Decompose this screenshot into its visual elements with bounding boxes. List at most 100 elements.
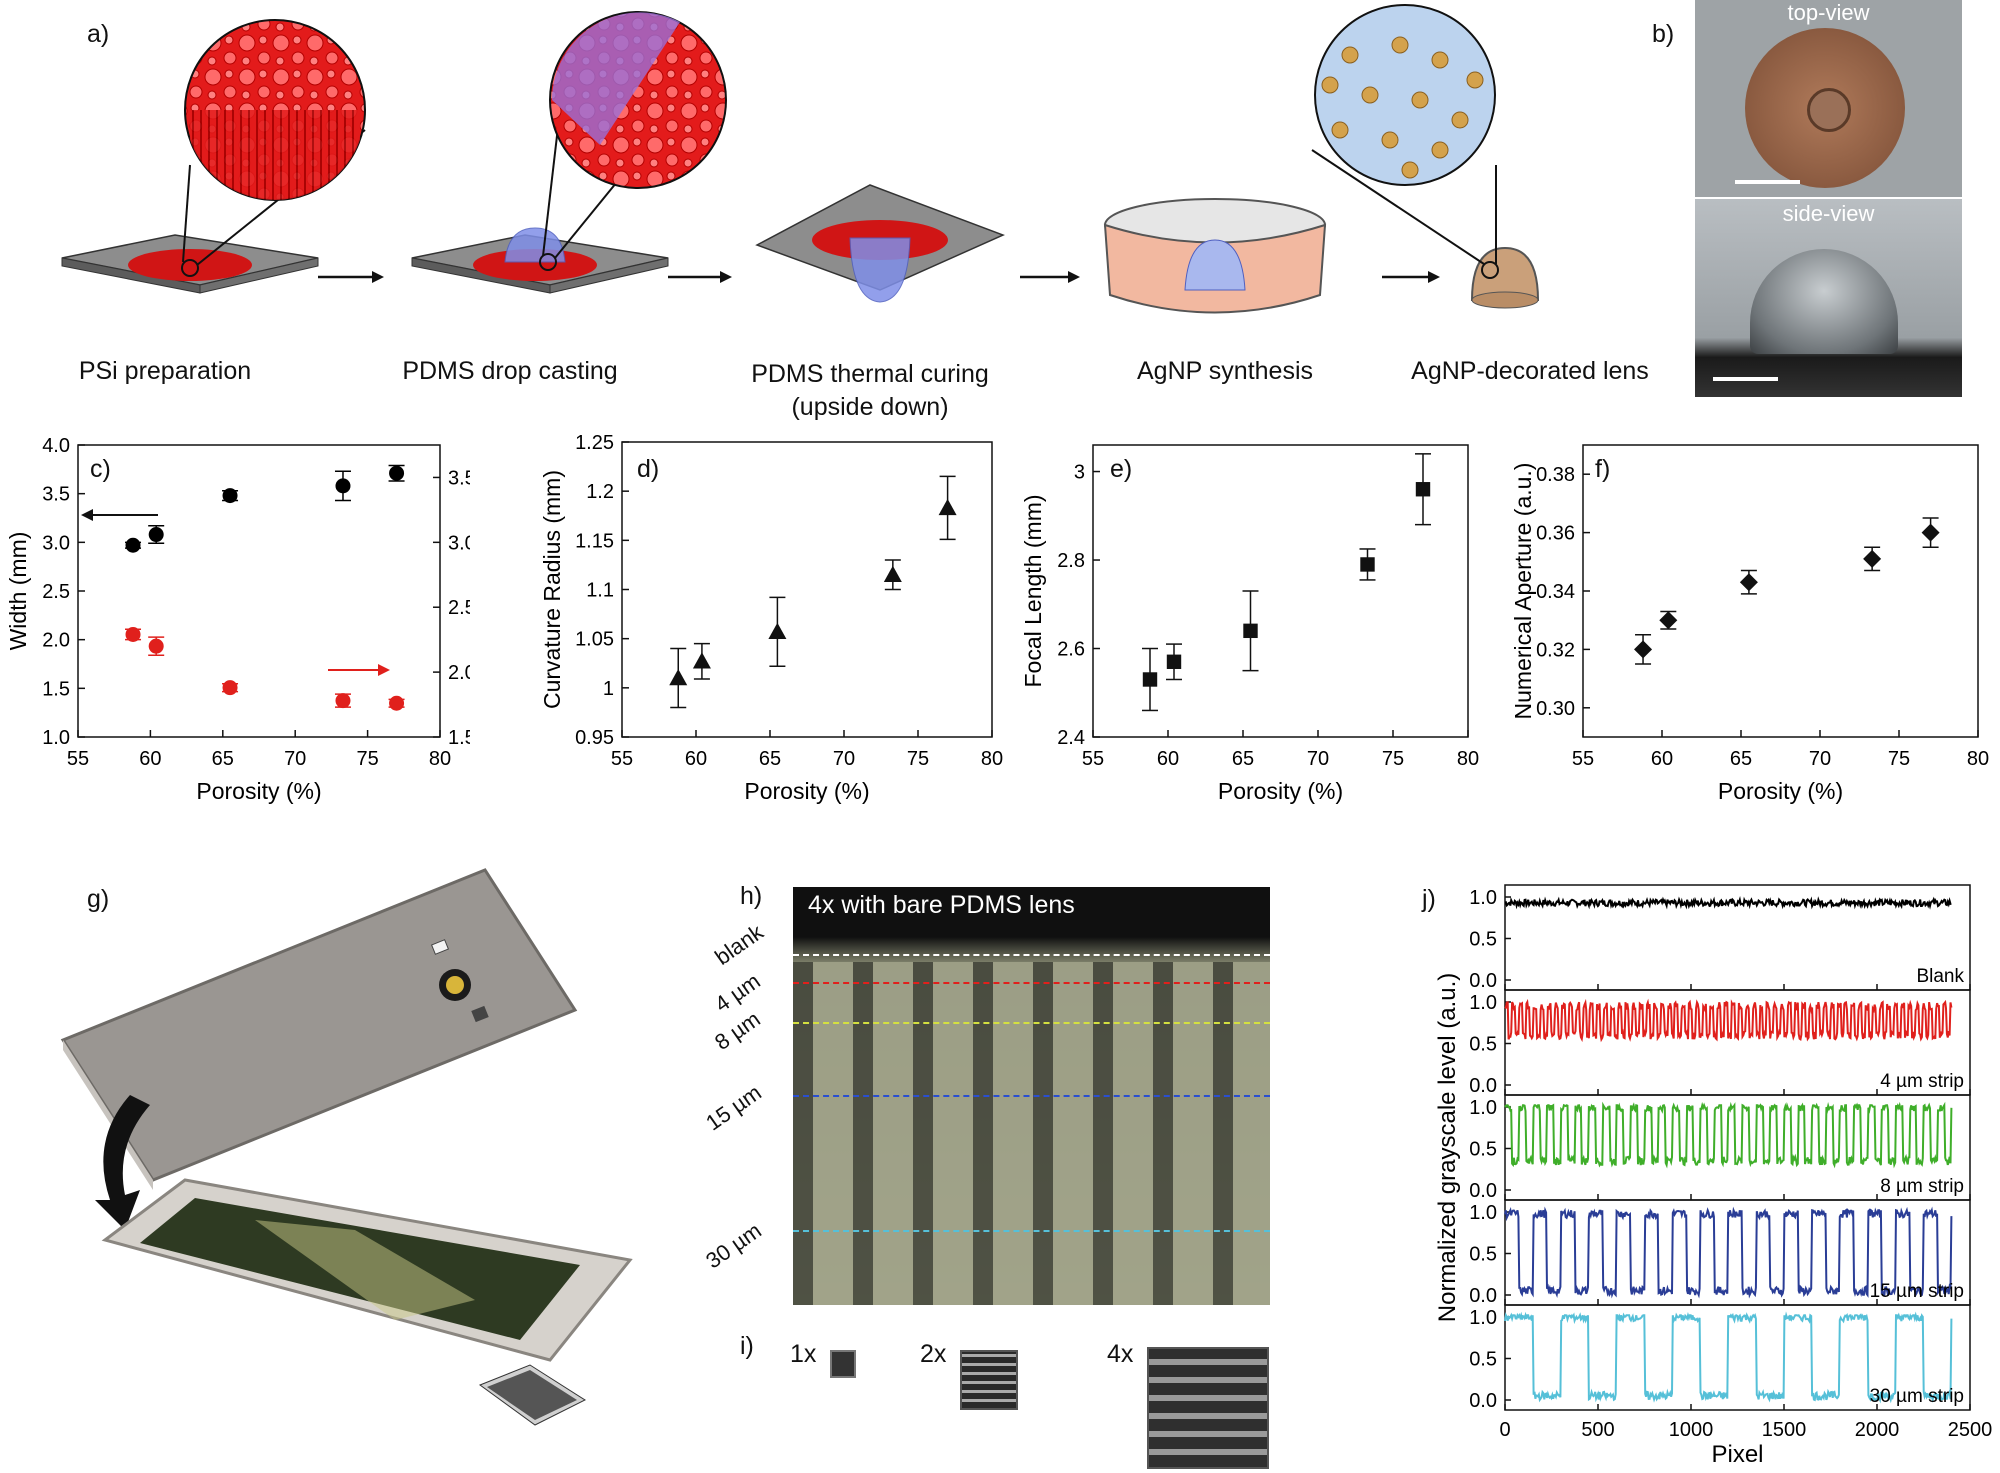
data-point: [768, 622, 787, 639]
line-30um: [793, 1230, 1270, 1232]
scale-bar-side: [1713, 377, 1778, 381]
y-tick-label: 0.5: [1469, 929, 1497, 951]
y-tick-label: 2.8: [1057, 550, 1085, 572]
top-view-label: top-view: [1787, 0, 1870, 25]
x-axis-label: Porosity (%): [1218, 778, 1343, 804]
y-axis-label: Width (mm): [5, 532, 31, 651]
micrograph-title: 4x with bare PDMS lens: [808, 891, 1075, 919]
smartphone-illustration: [60, 868, 633, 1426]
x-tick-label: 80: [1457, 748, 1479, 770]
x-tick-label: 55: [1082, 748, 1104, 770]
y-tick-label: 0.0: [1469, 1180, 1497, 1202]
data-point: [389, 465, 405, 481]
process-schematic: [61, 4, 1540, 314]
series-label: 8 µm strip: [1880, 1176, 1964, 1197]
y-right-tick-label: 2.5: [448, 597, 470, 619]
y-tick-label: 2.5: [42, 581, 70, 603]
data-point: [335, 478, 351, 494]
thumb-4x: [1147, 1347, 1269, 1469]
x-tick-label: 75: [1888, 748, 1910, 770]
x-tick-label: 55: [611, 748, 633, 770]
panel-label-d: d): [637, 455, 660, 483]
data-point: [222, 680, 238, 696]
panel-label-a: a): [87, 20, 110, 48]
y-tick-label: 1: [603, 678, 614, 700]
panel-label-j: j): [1422, 885, 1436, 913]
plot-frame: [1092, 444, 1469, 738]
y-tick-label: 1.0: [1469, 992, 1497, 1014]
step-label-psi-preparation: PSi preparation: [78, 357, 252, 385]
agnp-decorated-lens: [1311, 4, 1540, 309]
panel-label-c: c): [90, 455, 111, 483]
data-point: [883, 565, 902, 582]
agnp-synthesis-dish: [1103, 198, 1327, 314]
data-point: [938, 498, 957, 516]
x-tick-label: 65: [759, 748, 781, 770]
y-tick-label: 0.32: [1536, 639, 1575, 661]
series-label: 30 µm strip: [1870, 1386, 1964, 1407]
scale-bar-top: [1735, 180, 1800, 184]
data-point: [389, 695, 405, 711]
phone-front: [101, 1178, 633, 1362]
panel-label-f: f): [1595, 455, 1611, 483]
y-tick-label: 1.25: [575, 432, 614, 454]
x-axis-label: Porosity (%): [1718, 778, 1843, 804]
profile-line: [1504, 1206, 1953, 1299]
line-label-4um: 4 µm: [710, 968, 765, 1017]
y-tick-label: 0.0: [1469, 970, 1497, 992]
step-label-pdms-drop-casting: PDMS drop casting: [402, 357, 618, 385]
line-label-8um: 8 µm: [710, 1006, 765, 1055]
data-point: [1921, 523, 1940, 542]
x-tick-label: 70: [1809, 748, 1831, 770]
y-tick-label: 0.5: [1469, 1139, 1497, 1161]
strip-target: [478, 1364, 587, 1426]
y-tick-label: 1.0: [1469, 1097, 1497, 1119]
x-tick-label: 65: [1232, 748, 1254, 770]
series-label: 4 µm strip: [1880, 1071, 1964, 1092]
step-arrow-4: [1382, 271, 1440, 283]
y-tick-label: 1.5: [42, 678, 70, 700]
y-tick-label: 2.6: [1057, 639, 1085, 661]
panel-label-e: e): [1110, 455, 1133, 483]
step-label-agnp-synthesis: AgNP synthesis: [1136, 357, 1313, 385]
x-tick-label: 2000: [1855, 1419, 1900, 1441]
y-right-tick-label: 3.5: [448, 467, 470, 489]
side-view-label: side-view: [1782, 201, 1875, 226]
lens-drop-top: [1807, 88, 1851, 132]
x-tick-label: 55: [67, 748, 89, 770]
x-tick-label: 70: [833, 748, 855, 770]
y-tick-label: 4.0: [42, 435, 70, 457]
data-point: [1634, 640, 1653, 659]
micrograph-h: 4x with bare PDMS lens: [793, 887, 1270, 1305]
micrograph-stripes: [793, 962, 1270, 1305]
data-point: [1142, 672, 1158, 687]
photo-side-view: side-view: [1695, 199, 1962, 397]
x-tick-label: 80: [981, 748, 1003, 770]
y-tick-label: 0.38: [1536, 464, 1575, 486]
x-tick-label: 1000: [1669, 1419, 1714, 1441]
y-tick-label: 0.5: [1469, 1034, 1497, 1056]
y-tick-label: 1.15: [575, 530, 614, 552]
y-tick-label: 0.5: [1469, 1244, 1497, 1266]
x-tick-label: 75: [356, 748, 378, 770]
data-point: [222, 488, 238, 504]
x-tick-label: 75: [1382, 748, 1404, 770]
lens-drop-side: [1750, 249, 1898, 354]
psi-substrate: [61, 19, 366, 294]
y-tick-label: 2.0: [42, 630, 70, 652]
data-point: [669, 669, 688, 686]
y-tick-label: 0.34: [1536, 581, 1575, 603]
x-tick-label: 75: [907, 748, 929, 770]
y-tick-label: 2.4: [1057, 727, 1085, 749]
drop-arrow-icon: [95, 1095, 150, 1230]
y-axis-label: Focal Length (mm): [1020, 494, 1046, 687]
data-point: [1863, 549, 1882, 568]
thumb-1x: [830, 1350, 856, 1378]
data-point: [1739, 573, 1758, 592]
y-axis-label: Normalized grayscale level (a.u.): [1434, 973, 1461, 1322]
y-axis-label: Numerical Aperture (a.u.): [1510, 463, 1536, 720]
x-tick-label: 60: [685, 748, 707, 770]
y-tick-label: 0.36: [1536, 523, 1575, 545]
step-label-agnp-decorated-lens: AgNP-decorated lens: [1411, 357, 1649, 385]
step-arrow-2: [668, 271, 732, 283]
